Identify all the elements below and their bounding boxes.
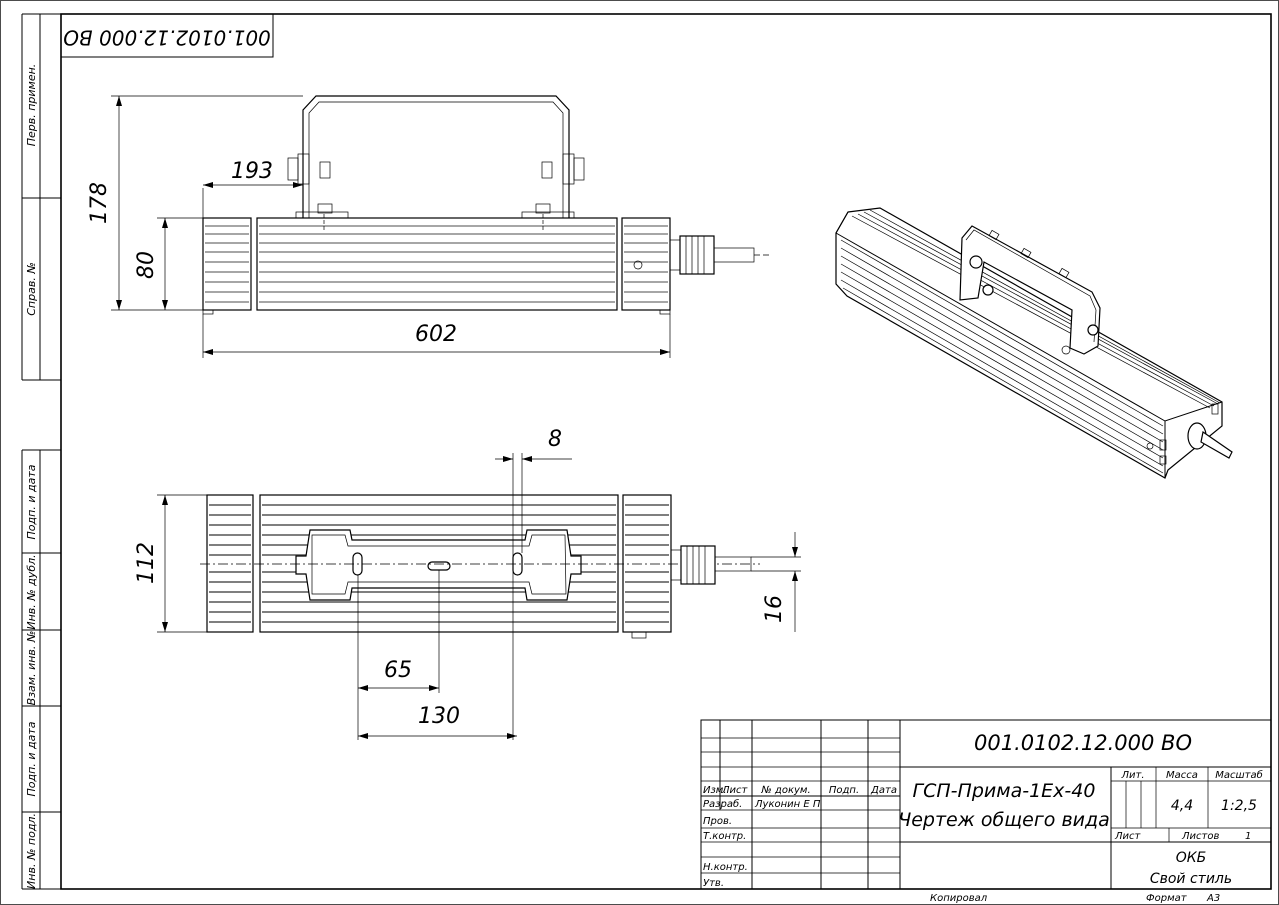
format-value: А3 (1206, 893, 1220, 904)
dim-178: 178 (87, 182, 112, 224)
role-utv: Утв. (703, 878, 724, 889)
title-doc-type: Чертеж общего вида (898, 809, 1110, 831)
header-data: Дата (870, 785, 897, 796)
sheet-label: Лист (1114, 831, 1142, 842)
side-label-vzam: Взам. инв. № (25, 631, 38, 706)
role-prov: Пров. (703, 816, 732, 827)
dim-80: 80 (134, 251, 159, 279)
title-designation: 001.0102.12.000 ВО (974, 731, 1192, 755)
side-label-podp1: Подп. и дата (25, 464, 38, 539)
header-docnum: № докум. (760, 785, 810, 796)
developer-name: Луконин Е П (754, 799, 821, 810)
drawing-frame (60, 13, 1272, 890)
copied-label: Копировал (930, 893, 988, 904)
mass-label: Масса (1166, 770, 1198, 781)
side-label-sprav: Справ. № (25, 262, 38, 316)
sheets-label: Листов (1181, 831, 1219, 842)
dim-193: 193 (231, 159, 273, 184)
side-label-inv-podl: Инв. № подл. (25, 813, 38, 889)
title-product: ГСП-Прима-1Ex-40 (913, 780, 1096, 802)
side-label-perv: Перв. примен. (25, 64, 38, 147)
role-razrab: Разраб. (703, 798, 742, 810)
header-list: Лист (721, 785, 749, 796)
org-line1: ОКБ (1176, 850, 1207, 866)
side-label-inv-dubl: Инв. № дубл. (25, 554, 38, 629)
bottom-view (200, 494, 760, 639)
org-line2: Свой стиль (1150, 871, 1232, 887)
bottom-dimensions: 8 112 16 65 130 (134, 427, 801, 740)
mirrored-designation: 001.0102.12.000 ВО (63, 26, 271, 50)
dim-8: 8 (548, 427, 562, 452)
front-dimensions: 193 178 80 602 (87, 95, 671, 358)
dim-112: 112 (134, 542, 159, 584)
title-block: 001.0102.12.000 ВО ГСП-Прима-1Ex-40 Черт… (700, 719, 1272, 890)
mass-value: 4,4 (1171, 798, 1193, 814)
header-podp: Подп. (829, 785, 859, 796)
side-label-podp2: Подп. и дата (25, 721, 38, 796)
dim-602: 602 (415, 322, 457, 347)
lit-label: Лит. (1120, 770, 1144, 781)
role-nkontr: Н.контр. (703, 862, 748, 873)
dim-130: 130 (418, 704, 460, 729)
dim-65: 65 (384, 658, 412, 683)
scale-label: Масштаб (1215, 769, 1263, 781)
dim-16: 16 (762, 595, 787, 623)
header-izm: Изм. (703, 785, 727, 796)
format-label: Формат (1146, 893, 1188, 904)
side-strip: Перв. примен. Справ. № Подп. и дата Инв.… (21, 13, 61, 890)
role-tkontr: Т.контр. (703, 831, 746, 842)
front-view (202, 95, 770, 315)
sheets-value: 1 (1245, 831, 1251, 842)
isometric-view (835, 207, 1233, 479)
mirrored-designation-box: 001.0102.12.000 ВО (60, 13, 274, 58)
scale-value: 1:2,5 (1221, 798, 1257, 814)
